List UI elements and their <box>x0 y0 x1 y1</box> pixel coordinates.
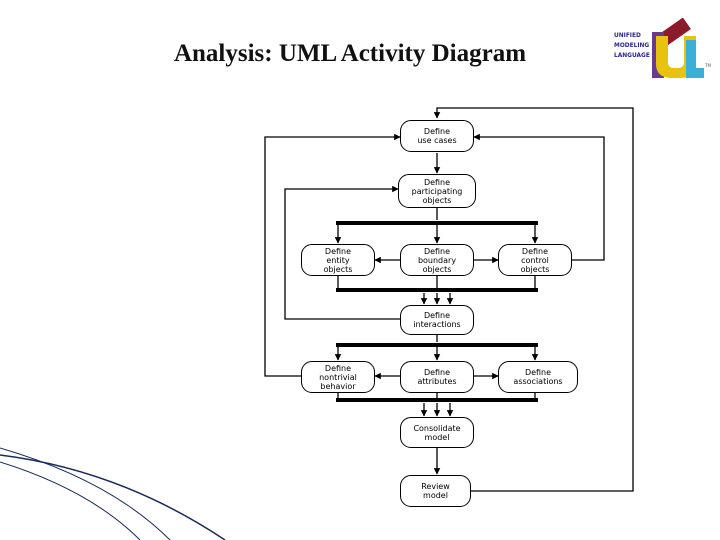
activity-label: Consolidate model <box>413 423 461 442</box>
activity-define-control-objects: Define control objects <box>498 244 572 276</box>
activity-label: Define boundary objects <box>417 246 457 274</box>
join-bar-2 <box>336 398 538 402</box>
logo-line-language: LANGUAGE <box>614 51 650 59</box>
activity-label: Define nontrivial behavior <box>319 363 357 391</box>
slide-title: Analysis: UML Activity Diagram <box>173 40 527 67</box>
activity-label: Review model <box>421 482 450 500</box>
activity-define-nontrivial-behavior: Define nontrivial behavior <box>301 361 375 393</box>
uml-logo-text: UNIFIED MODELING LANGUAGE <box>614 30 654 60</box>
activity-define-participating-objects: Define participating objects <box>398 174 476 208</box>
uml-logo: UNIFIED MODELING LANGUAGE TM <box>612 17 712 82</box>
logo-trademark: TM <box>705 63 711 68</box>
activity-review-model: Review model <box>400 475 471 507</box>
logo-line-unified: UNIFIED <box>614 31 641 39</box>
uml-logo-graphic <box>652 17 704 78</box>
activity-define-interactions: Define interactions <box>400 305 474 335</box>
activity-define-boundary-objects: Define boundary objects <box>400 244 474 276</box>
logo-line-modeling: MODELING <box>614 41 650 49</box>
activity-define-associations: Define associations <box>498 361 578 393</box>
activity-label: Define attributes <box>417 368 457 386</box>
activity-define-attributes: Define attributes <box>400 361 474 393</box>
activity-label: Define participating objects <box>411 177 463 205</box>
activity-label: Define use cases <box>417 127 457 145</box>
activity-consolidate-model: Consolidate model <box>400 417 474 448</box>
activity-label: Define entity objects <box>323 246 353 274</box>
join-bar-1 <box>336 288 538 292</box>
fork-bar-1 <box>336 221 538 225</box>
activity-label: Define control objects <box>520 246 550 274</box>
activity-define-use-cases: Define use cases <box>400 120 474 152</box>
activity-label: Define interactions <box>413 311 461 329</box>
activity-label: Define associations <box>513 368 563 386</box>
fork-bar-2 <box>336 343 538 347</box>
activity-define-entity-objects: Define entity objects <box>301 244 375 276</box>
